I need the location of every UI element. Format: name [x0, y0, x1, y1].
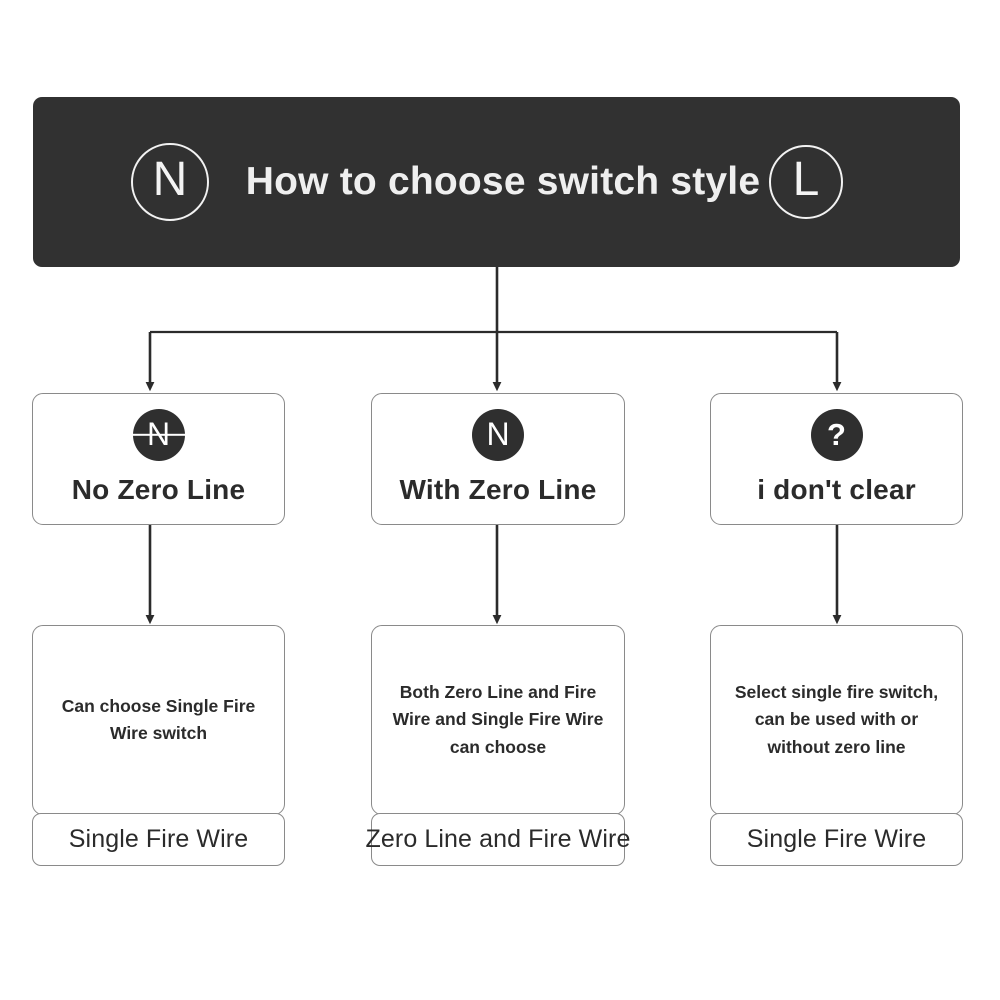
live-wire-icon-letter: L [792, 153, 820, 206]
result-footer-no-zero-line: Single Fire Wire [32, 813, 285, 866]
result-footer-label-i-dont-clear: Single Fire Wire [746, 825, 927, 853]
neutral-wire-icon: N [131, 143, 209, 221]
option-label-no-zero-line: No Zero Line [71, 474, 246, 505]
no-neutral-wire-icon-letter: N [146, 416, 171, 452]
question-mark-icon: ? [810, 409, 863, 461]
result-description-i-dont-clear: Select single fire switch, can be used w… [734, 682, 939, 757]
option-card-no-zero-line[interactable]: N No Zero Line [32, 393, 285, 525]
result-footer-label-no-zero-line: Single Fire Wire [68, 825, 249, 853]
neutral-wire-filled-icon-letter: N [486, 416, 510, 452]
option-label-i-dont-clear: i don't clear [757, 474, 916, 505]
result-footer-with-zero-line: Zero Line and Fire Wire [366, 813, 630, 866]
result-card-i-dont-clear: Select single fire switch, can be used w… [710, 625, 963, 815]
result-description-no-zero-line: Can choose Single Fire Wire switch [61, 695, 256, 743]
header-bar: N How to choose switch style L [33, 97, 960, 267]
option-label-with-zero-line: With Zero Line [399, 474, 597, 505]
neutral-wire-icon-letter: N [152, 153, 188, 206]
page-title: How to choose switch style [245, 160, 761, 203]
result-footer-i-dont-clear: Single Fire Wire [710, 813, 963, 866]
option-card-i-dont-clear[interactable]: ? i don't clear [710, 393, 963, 525]
option-card-with-zero-line[interactable]: N With Zero Line [371, 393, 625, 525]
header-inner: N How to choose switch style L [33, 97, 960, 267]
live-wire-icon: L [769, 145, 843, 219]
result-card-no-zero-line: Can choose Single Fire Wire switch [32, 625, 285, 815]
result-description-with-zero-line: Both Zero Line and Fire Wire and Single … [392, 682, 604, 757]
result-footer-label-with-zero-line: Zero Line and Fire Wire [365, 825, 631, 853]
neutral-wire-filled-icon: N [472, 409, 524, 461]
result-card-with-zero-line: Both Zero Line and Fire Wire and Single … [371, 625, 625, 815]
no-neutral-wire-icon: N [132, 409, 185, 461]
question-mark-icon-glyph: ? [827, 416, 846, 452]
